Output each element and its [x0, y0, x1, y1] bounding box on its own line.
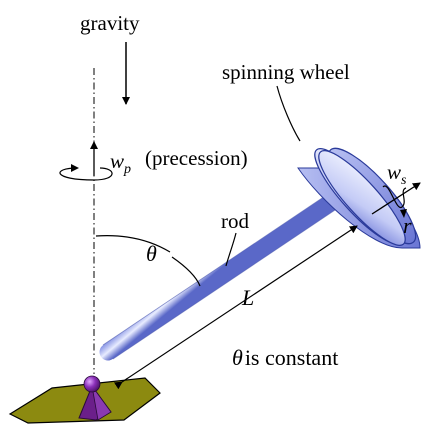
precession-label: (precession) — [145, 146, 248, 170]
spinning-wheel-leader — [276, 85, 301, 142]
length-dimension-arrow — [113, 225, 358, 390]
wp-label: wp — [110, 149, 131, 177]
theta-arc — [95, 235, 171, 253]
pivot-ball — [83, 375, 101, 393]
radius-label: r — [403, 213, 412, 238]
length-label: L — [241, 285, 254, 310]
precession-rotation-icon — [59, 167, 113, 181]
pivot-stand-front — [91, 385, 112, 421]
spinning-wheel — [297, 147, 421, 249]
theta-arc-lower — [171, 256, 201, 287]
ws-label: ws — [387, 160, 407, 188]
spin-axis-line — [371, 182, 421, 215]
spin-rotation-icon — [382, 185, 407, 208]
precession-arrowhead — [71, 164, 79, 172]
theta-label: θ — [146, 241, 157, 266]
theta-constant-note: θis constant — [232, 345, 338, 370]
ground-base — [8, 377, 161, 424]
rod-label: rod — [221, 209, 249, 233]
spinning-wheel-label: spinning wheel — [222, 60, 350, 84]
spin-rotation-arrowhead — [400, 209, 407, 218]
gravity-label: gravity — [80, 11, 140, 35]
